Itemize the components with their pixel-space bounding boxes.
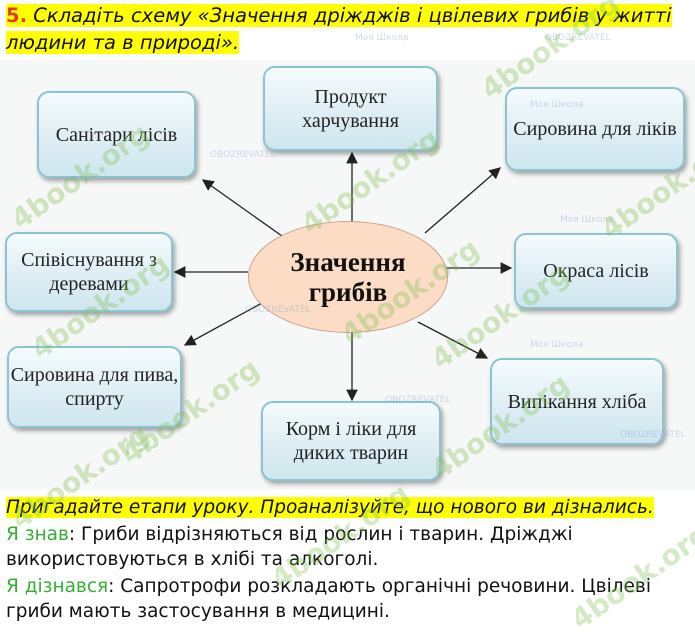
box-medicine: Сировина для ліків [505, 87, 685, 171]
box-feed: Корм і ліки для диких тварин [261, 401, 441, 481]
arrow-baking [417, 321, 489, 359]
box-food: Продукт харчування [263, 66, 438, 151]
reflection-prompt: Пригадайте етапи уроку. Проаналізуйте, щ… [6, 497, 654, 518]
knew-text: : Гриби відрізняються від рослин і твари… [6, 524, 573, 570]
learned-paragraph: Я дізнався: Сапротрофи розкладають орган… [6, 574, 691, 624]
arrow-medicine [424, 167, 501, 234]
box-beer: Сировина для пива, спирту [7, 346, 182, 428]
learned-label: Я дізнався [6, 576, 109, 597]
learned-text: : Сапротрофи розкладають органічні речов… [6, 576, 651, 622]
reflection-block: Пригадайте етапи уроку. Проаналізуйте, щ… [6, 495, 691, 624]
box-coexist: Співіснування з деревами [5, 232, 173, 312]
box-baking: Випікання хліба [490, 358, 664, 445]
knew-paragraph: Я знав: Гриби відрізняються від рослин і… [6, 522, 691, 572]
center-node: Значення грибів [248, 221, 448, 333]
task-text: Складіть схему «Значення дріжджів і цвіл… [6, 4, 672, 54]
box-sanitary: Санітари лісів [37, 91, 196, 178]
arrow-sanitary [201, 179, 283, 237]
task-number: 5. [6, 4, 27, 27]
task-statement: 5. Складіть схему «Значення дріжджів і ц… [6, 2, 686, 56]
knew-label: Я знав [6, 524, 69, 545]
box-decoration: Окраса лісів [514, 233, 678, 309]
arrow-beer [183, 302, 263, 346]
